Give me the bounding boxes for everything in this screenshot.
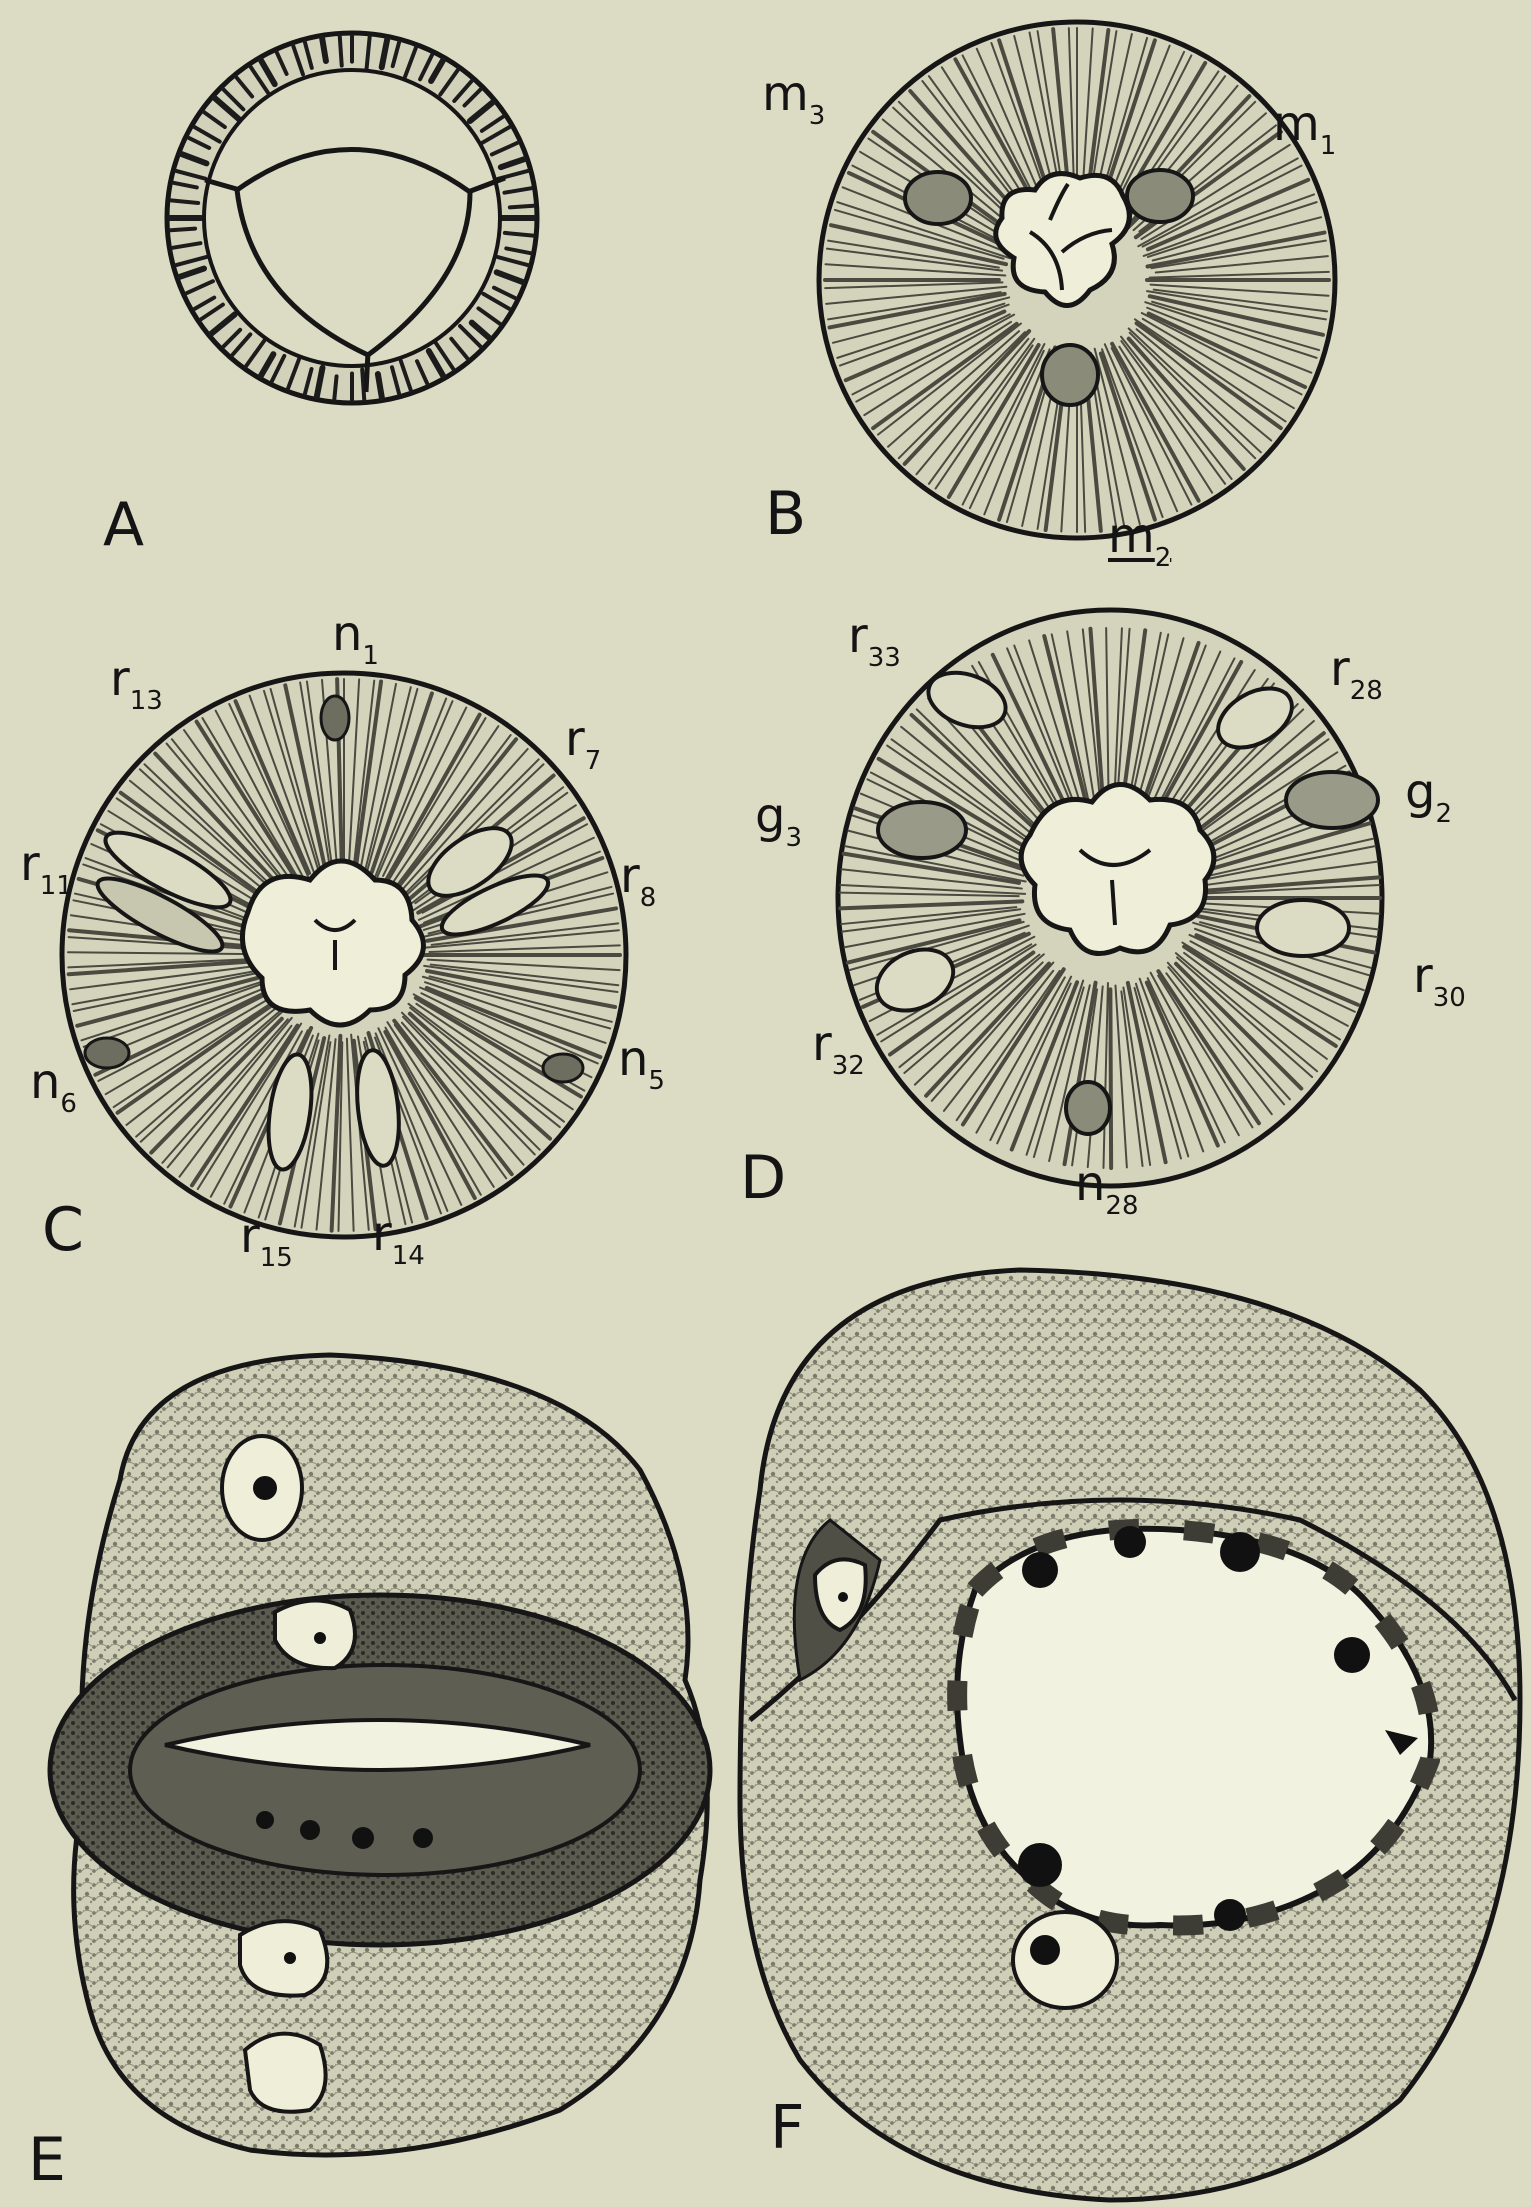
panel-f-drawing: [740, 1270, 1520, 2200]
panel-d-drawing: [838, 610, 1382, 1186]
panel-b-drawing: [819, 22, 1335, 538]
label-r28: r28: [1330, 645, 1383, 693]
panel-label-b: B: [765, 484, 806, 544]
label-n5: n5: [618, 1035, 665, 1083]
label-r14: r14: [372, 1210, 425, 1258]
label-g3: g3: [755, 792, 802, 840]
label-m2: m2: [1108, 512, 1171, 560]
label-r7: r7: [565, 715, 601, 763]
panel-label-c: C: [42, 1200, 84, 1260]
label-m1: m1: [1273, 100, 1336, 148]
label-r8: r8: [620, 852, 656, 900]
panel-label-d: D: [740, 1148, 786, 1208]
panel-c-drawing: [62, 673, 626, 1237]
panel-a-drawing: [167, 33, 537, 403]
label-g2: g2: [1405, 768, 1452, 816]
panel-label-f: F: [770, 2098, 805, 2158]
label-n1: n1: [332, 610, 379, 658]
label-r30: r30: [1413, 952, 1466, 1000]
label-r15: r15: [240, 1212, 293, 1260]
label-r32: r32: [812, 1020, 865, 1068]
label-r33: r33: [848, 612, 901, 660]
label-m3: m3: [762, 70, 825, 118]
panel-label-a: A: [103, 495, 144, 555]
panel-label-e: E: [28, 2130, 66, 2190]
label-r11: r11: [20, 840, 73, 888]
panel-e-drawing: [50, 1355, 710, 2155]
label-n6: n6: [30, 1058, 77, 1106]
label-r13: r13: [110, 655, 163, 703]
label-n28: n28: [1075, 1160, 1139, 1208]
